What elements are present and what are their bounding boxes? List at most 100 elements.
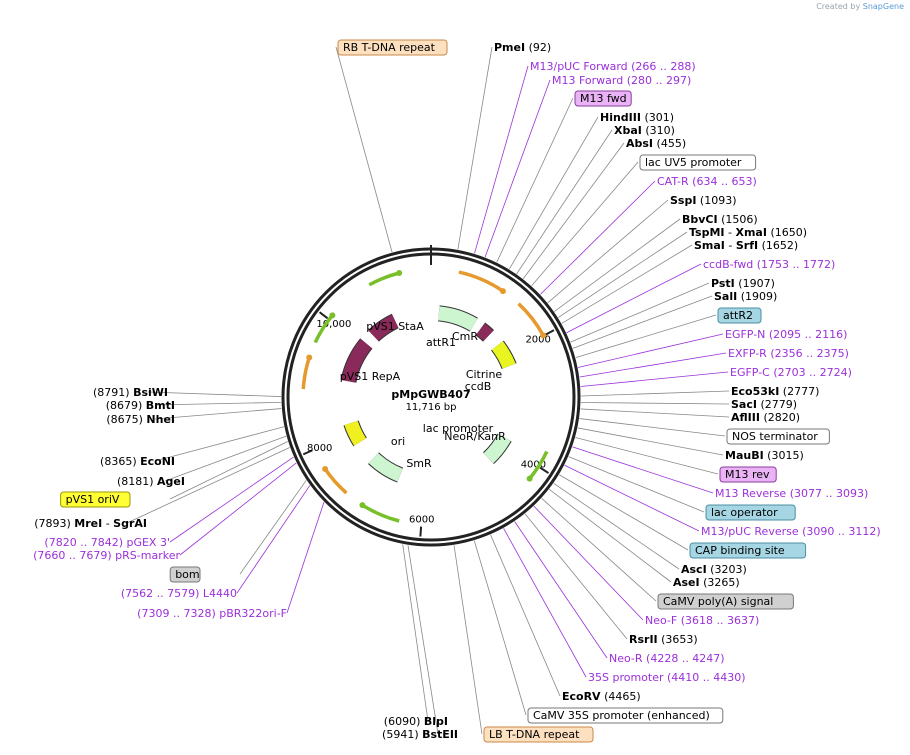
leader-lines [126, 46, 730, 735]
map-label-38: EcoRV (4465) [562, 690, 641, 703]
feature-label: lac UV5 promoter [645, 156, 742, 169]
map-label-21: Eco53kI (2777) [731, 385, 819, 398]
primer-label: M13/pUC Reverse (3090 .. 3112) [701, 525, 881, 538]
leader-line [579, 418, 726, 437]
primer-label: Neo-R (4228 .. 4247) [609, 652, 725, 665]
neor-arrow [483, 433, 511, 464]
enzyme-label: MauBI (3015) [725, 449, 804, 462]
map-label-46: (7660 .. 7679) pRS-marker [33, 549, 180, 562]
map-label-13: SmaI - SrfI (1652) [694, 239, 798, 252]
enzyme-label: AbsI (455) [626, 137, 686, 150]
inner-feature-label: attR1 [426, 336, 456, 349]
map-label-2: M13/pUC Forward (266 .. 288) [530, 60, 696, 73]
enzyme-label: (8365) EcoNI [100, 455, 175, 468]
map-label-41: (6090) BlpI [384, 715, 448, 728]
map-label-50: (8181) AgeI [117, 475, 185, 488]
leader-line [577, 427, 724, 456]
leader-line [579, 352, 727, 378]
feature-label: M13 rev [725, 468, 770, 481]
tick-label: 8000 [307, 443, 332, 454]
map-label-43: (7309 .. 7328) pBR322ori-F [137, 607, 287, 620]
primer-label: (7309 .. 7328) pBR322ori-F [137, 607, 287, 620]
feature-box [719, 466, 777, 483]
enzyme-label: TspMI - XmaI (1650) [689, 226, 807, 239]
cmr-arrow [437, 306, 478, 331]
map-label-4: M13 fwd [574, 90, 632, 107]
map-label-17: attR2 [717, 307, 762, 324]
snapgene-credit: Created by SnapGene [816, 2, 904, 11]
smr-arrow [368, 452, 403, 482]
enzyme-label: SalI (1909) [714, 290, 777, 303]
leader-line [575, 314, 717, 359]
map-label-30: CAP binding site [689, 542, 807, 559]
enzyme-label: AflIII (2820) [731, 411, 800, 424]
leader-line [572, 295, 713, 349]
feature-label: RB T-DNA repeat [343, 41, 436, 54]
enzyme-label: RsrII (3653) [629, 633, 698, 646]
leader-line [169, 441, 288, 500]
map-label-35: RsrII (3653) [629, 633, 698, 646]
leader-line [580, 390, 730, 397]
plasmid-name: pMpGWB407 [391, 388, 470, 401]
enzyme-label: Eco53kI (2777) [731, 385, 819, 398]
feature-label: M13 fwd [580, 92, 627, 105]
enzyme-label: AseI (3265) [673, 576, 740, 589]
leader-line [570, 282, 710, 343]
pvs1-repa-arrow [341, 339, 372, 383]
map-label-34: Neo-F (3618 .. 3637) [645, 614, 759, 627]
map-label-42: (5941) BstEII [382, 728, 458, 741]
primer-label: EGFP-C (2703 .. 2724) [730, 366, 852, 379]
leader-line [577, 333, 724, 368]
enzyme-label: (8675) NheI [106, 413, 175, 426]
enzyme-label: PstI (1907) [711, 277, 775, 290]
leader-line [179, 462, 297, 556]
map-label-15: PstI (1907) [711, 277, 775, 290]
map-label-22: SacI (2779) [731, 398, 797, 411]
primer-label: EXFP-R (2356 .. 2375) [728, 347, 849, 360]
leader-line [286, 501, 325, 614]
leader-line [147, 391, 282, 397]
feature-label: lac operator [711, 506, 778, 519]
map-label-19: EXFP-R (2356 .. 2375) [728, 347, 849, 360]
leader-line [402, 544, 429, 722]
primer-label: 35S promoter (4410 .. 4430) [588, 671, 746, 684]
inner-feature-label: ccdB [465, 380, 492, 393]
map-label-9: CAT-R (634 .. 653) [657, 175, 757, 188]
enzyme-label: AscI (3203) [681, 563, 747, 576]
inner-feature-label: CmR [452, 330, 478, 343]
tick-mark [419, 526, 423, 537]
leader-line [503, 528, 587, 678]
enzyme-label: (8679) BmtI [106, 399, 175, 412]
feature-box [639, 154, 757, 171]
inner-feature-label: SmR [406, 457, 432, 470]
leader-line [407, 545, 439, 735]
leader-line [533, 505, 644, 621]
leader-line [564, 464, 700, 532]
enzyme-label: EcoRV (4465) [562, 690, 641, 703]
leader-line [154, 426, 285, 462]
leader-line [236, 485, 311, 594]
primer-label: CAT-R (634 .. 653) [657, 175, 757, 188]
feature-arrows [301, 270, 549, 523]
leader-line [561, 244, 693, 324]
map-label-27: M13 Reverse (3077 .. 3093) [715, 487, 868, 500]
enzyme-label: (6090) BlpI [384, 715, 448, 728]
leader-line [558, 231, 688, 318]
citrine-arrow [491, 341, 516, 369]
leader-line [508, 116, 599, 270]
map-label-29: M13/pUC Reverse (3090 .. 3112) [701, 525, 881, 538]
map-label-23: AflIII (2820) [731, 411, 800, 424]
feature-box [574, 90, 632, 107]
enzyme-label: (5941) BstEII [382, 728, 458, 741]
feature-box [169, 566, 201, 583]
inner-feature-label: ori [391, 435, 405, 448]
leader-line [568, 456, 705, 513]
feature-label: LB T-DNA repeat [489, 728, 580, 741]
map-label-36: Neo-R (4228 .. 4247) [609, 652, 725, 665]
primer-label: M13 Reverse (3077 .. 3093) [715, 487, 868, 500]
map-label-11: BbvCI (1506) [682, 213, 758, 226]
feature-box [726, 428, 830, 445]
map-label-47: (7820 .. 7842) pGEX 3' [44, 536, 170, 549]
map-label-8: lac UV5 promoter [639, 154, 757, 171]
